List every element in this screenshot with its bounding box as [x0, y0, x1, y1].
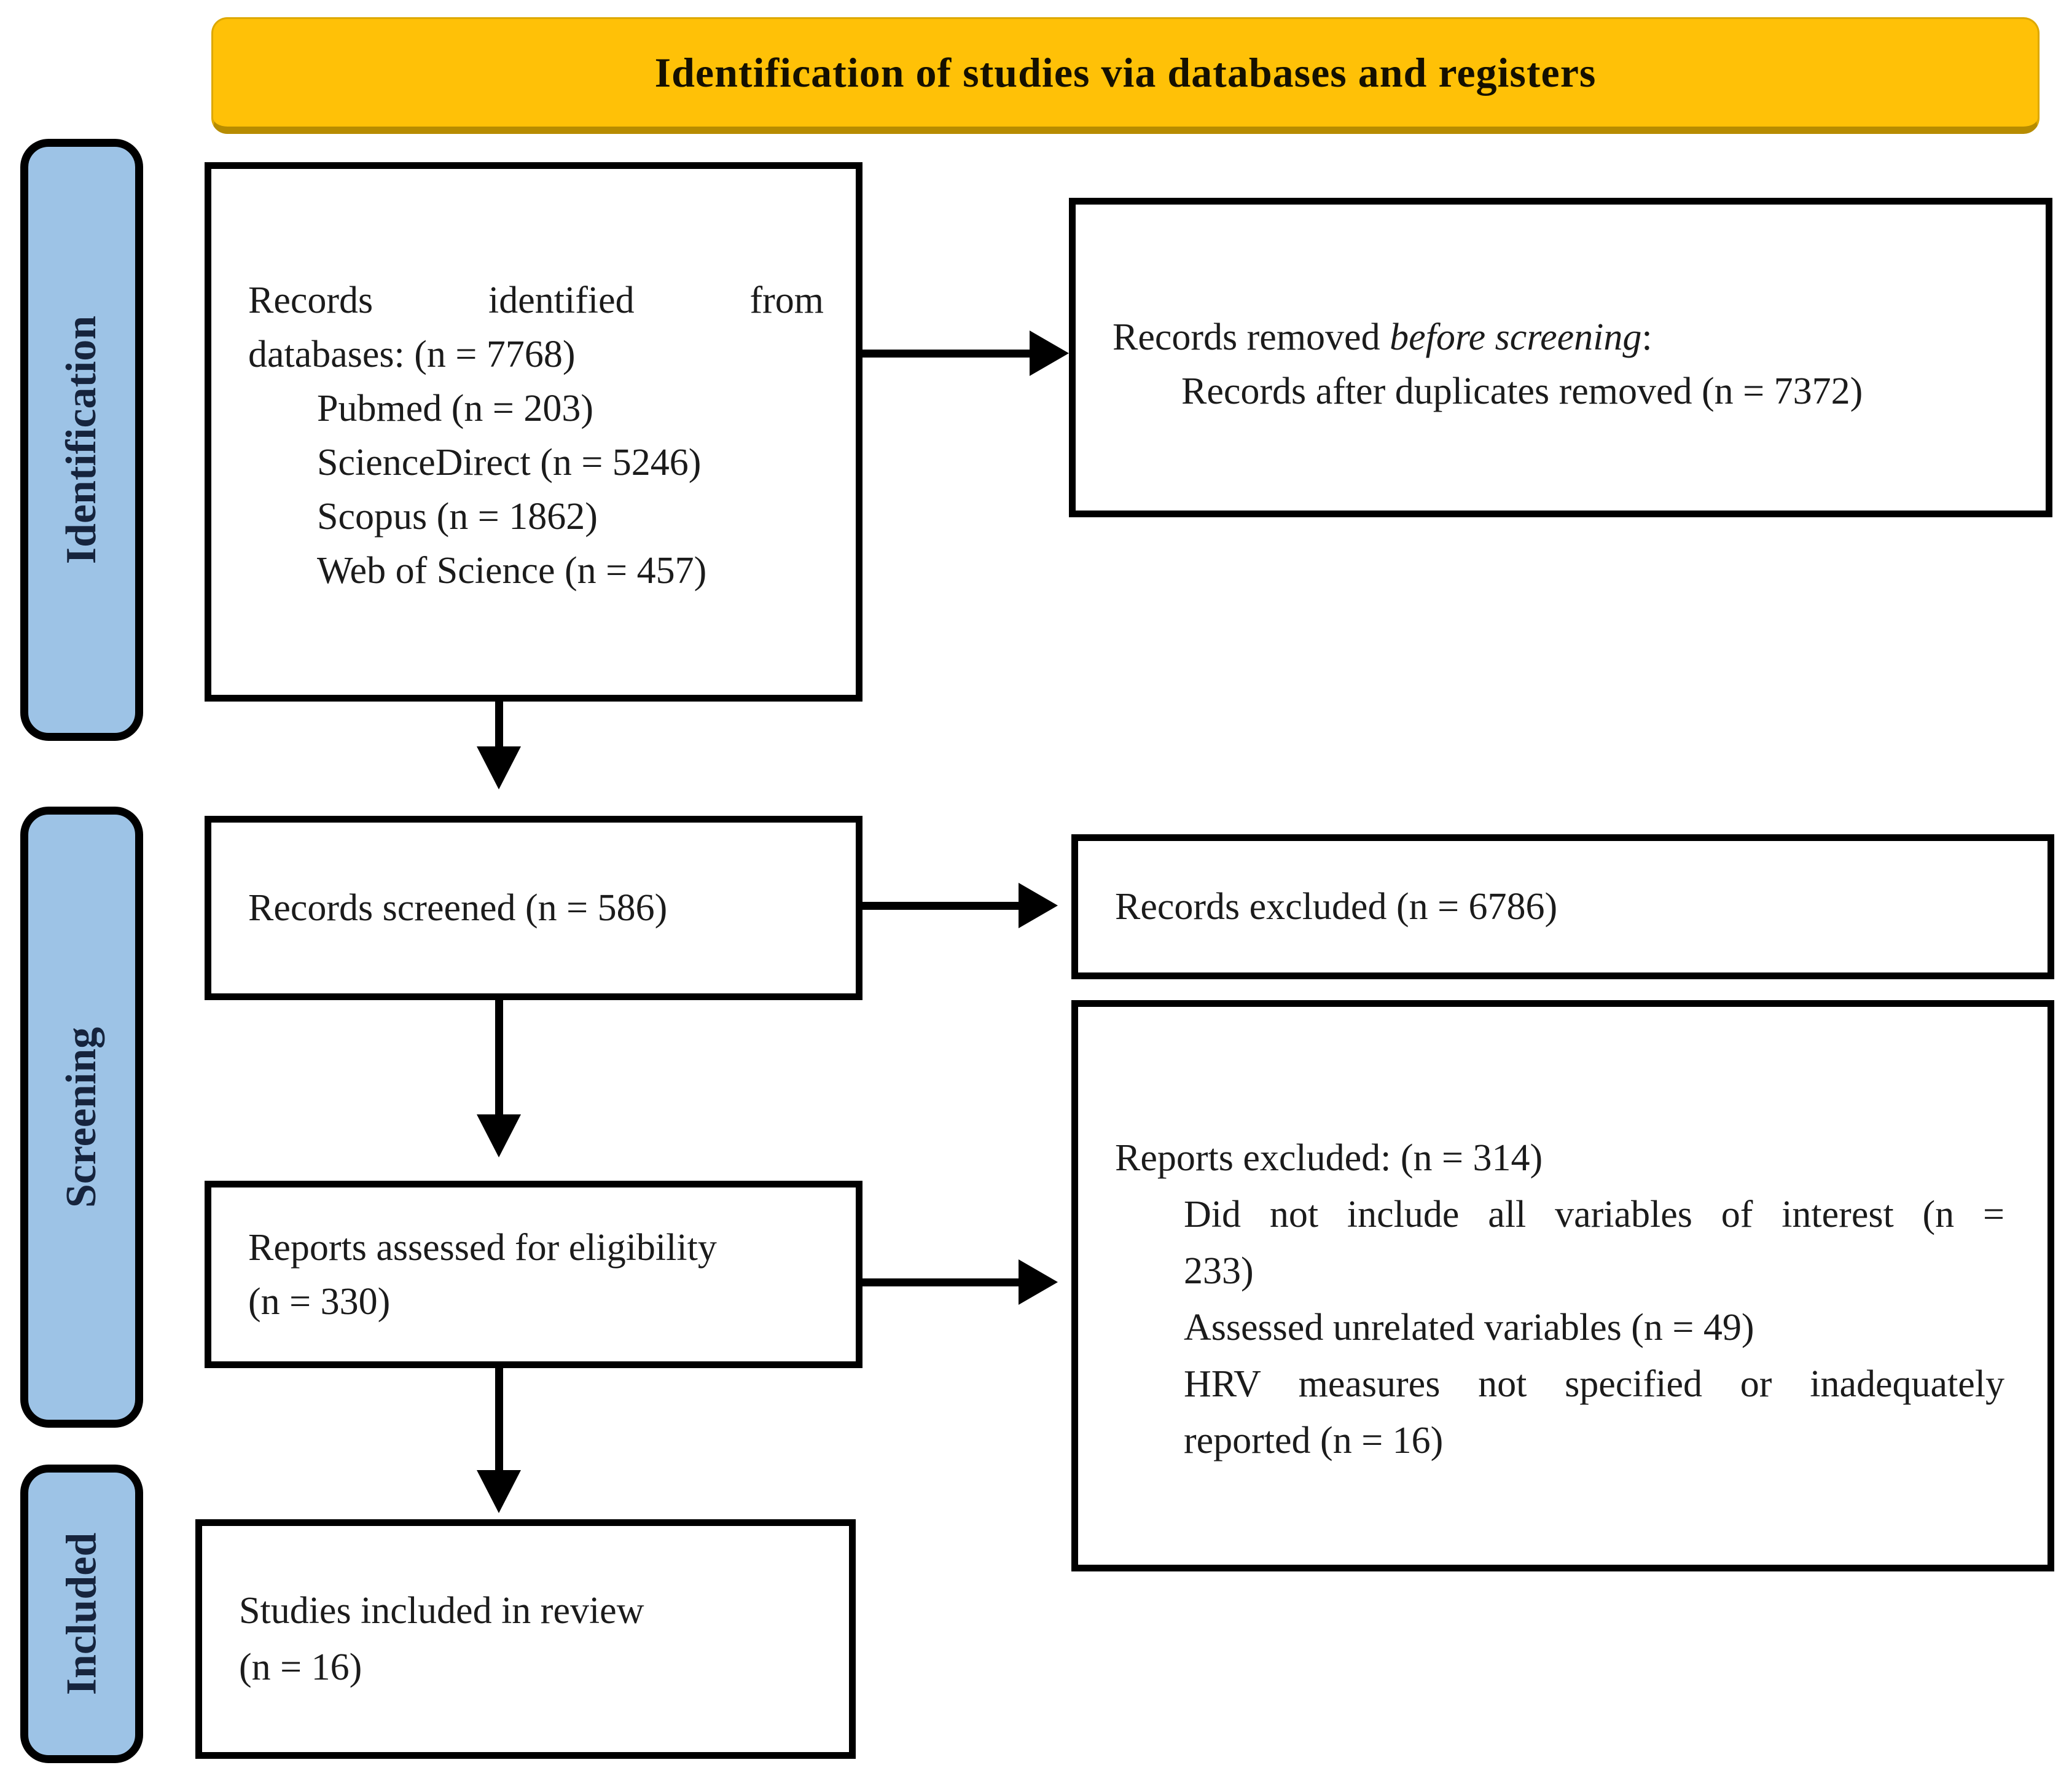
box-records-removed: Records removed before screening: Record…	[1069, 198, 2052, 517]
box-reports-excluded: Reports excluded: (n = 314) Did not incl…	[1071, 1000, 2054, 1571]
reports-excluded-reason-1b: 233)	[1184, 1250, 1254, 1292]
box-records-screened: Records screened (n = 586)	[205, 816, 862, 1000]
stage-label-identification-text: Identification	[58, 315, 106, 565]
box-records-identified: Records identified from databases: (n = …	[205, 162, 862, 702]
reports-excluded-header: Reports excluded: (n = 314)	[1115, 1137, 1543, 1179]
source-web-of-science: Web of Science (n = 457)	[317, 550, 707, 592]
reports-excluded-reason-3a: HRV measures not specified or inadequate…	[1184, 1363, 2004, 1405]
source-scopus: Scopus (n = 1862)	[317, 496, 598, 538]
arrow-shaft	[862, 1278, 1022, 1286]
banner-title: Identification of studies via databases …	[654, 49, 1597, 96]
arrowhead-down-icon	[477, 1470, 521, 1513]
records-identified-line1: Records identified from	[248, 280, 824, 321]
reports-assessed-line1: Reports assessed for eligibility	[248, 1226, 717, 1269]
arrowhead-right-icon	[1019, 883, 1058, 928]
banner: Identification of studies via databases …	[211, 17, 2040, 134]
reports-excluded-reason-1a: Did not include all variables of interes…	[1184, 1194, 2004, 1235]
arrowhead-down-icon	[477, 746, 521, 789]
records-removed-detail: Records after duplicates removed (n = 73…	[1181, 370, 1863, 412]
arrow-shaft	[862, 350, 1034, 358]
reports-assessed-line2: (n = 330)	[248, 1280, 391, 1323]
records-screened-label: Records screened (n = 586)	[248, 887, 668, 929]
records-excluded-label: Records excluded (n = 6786)	[1115, 886, 1558, 928]
stage-label-included-text: Included	[58, 1532, 105, 1696]
arrow-shaft	[495, 702, 503, 751]
source-pubmed: Pubmed (n = 203)	[317, 388, 593, 429]
reports-excluded-reason-2: Assessed unrelated variables (n = 49)	[1184, 1307, 1754, 1348]
arrow-shaft	[495, 1368, 503, 1474]
reports-excluded-reason-3b: reported (n = 16)	[1184, 1420, 1444, 1461]
studies-included-line1: Studies included in review	[239, 1590, 644, 1632]
records-removed-suffix: :	[1641, 316, 1652, 358]
stage-label-identification: Identification	[20, 139, 143, 741]
stage-label-screening: Screening	[20, 807, 143, 1428]
records-removed-prefix: Records removed	[1113, 316, 1390, 358]
stage-label-screening-text: Screening	[58, 1027, 106, 1208]
box-reports-assessed: Reports assessed for eligibility (n = 33…	[205, 1181, 862, 1368]
studies-included-line2: (n = 16)	[239, 1646, 362, 1688]
records-removed-italic: before screening	[1390, 316, 1642, 358]
arrow-shaft	[861, 902, 1022, 910]
arrowhead-down-icon	[477, 1114, 521, 1157]
records-removed-header: Records removed before screening:	[1113, 310, 2003, 364]
stage-label-included: Included	[20, 1465, 143, 1763]
records-identified-line2: databases: (n = 7768)	[248, 334, 576, 375]
box-studies-included: Studies included in review (n = 16)	[195, 1519, 856, 1759]
arrowhead-right-icon	[1030, 331, 1069, 376]
arrow-shaft	[495, 1000, 503, 1118]
source-sciencedirect: ScienceDirect (n = 5246)	[317, 442, 702, 483]
arrowhead-right-icon	[1019, 1259, 1058, 1305]
box-records-excluded: Records excluded (n = 6786)	[1071, 834, 2054, 979]
